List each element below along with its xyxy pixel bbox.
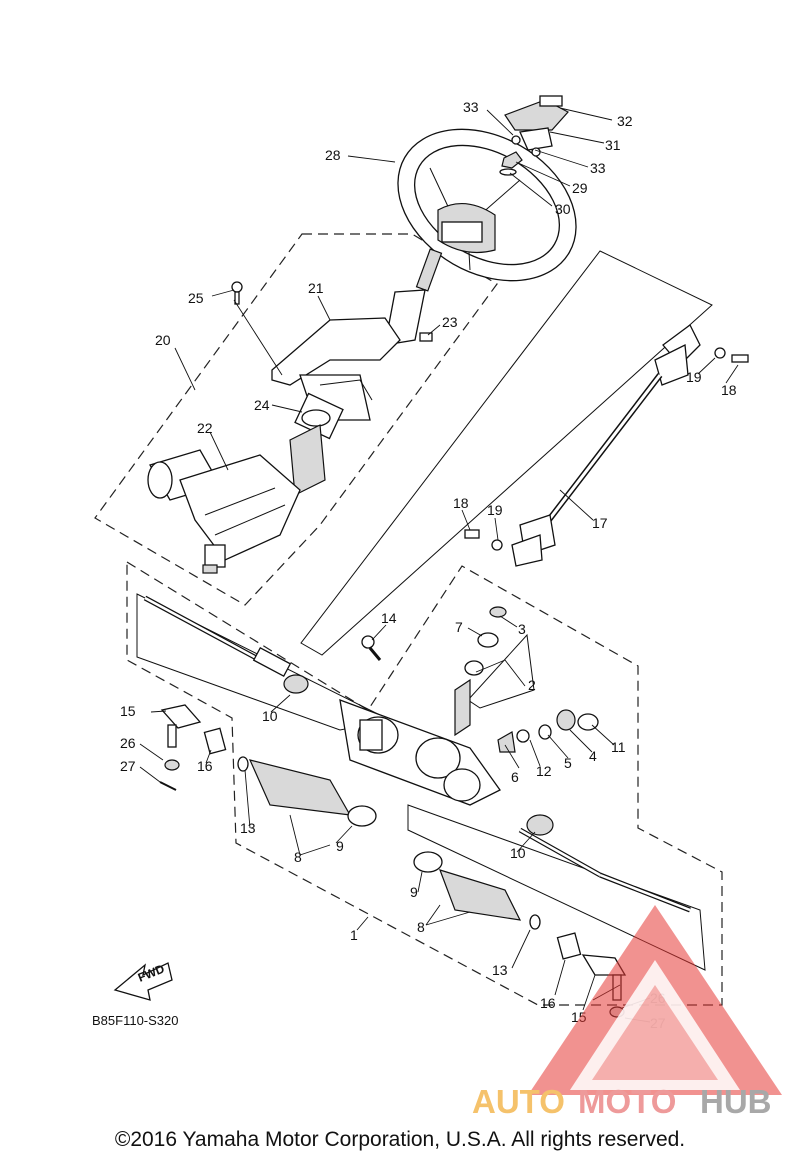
callout-19b: 19 [487,502,503,518]
callout-29: 29 [572,180,588,196]
callout-21: 21 [308,280,324,296]
callout-5: 5 [564,755,572,771]
callout-33b: 33 [590,160,606,176]
watermark-moto: MOTO [578,1083,676,1120]
callout-3: 3 [518,621,526,637]
callout-11: 11 [611,739,626,755]
callout-4: 4 [589,748,597,764]
bolt-14 [361,635,382,661]
callout-6: 6 [511,769,519,785]
rack-assembly-outline [126,560,723,1006]
callout-19a: 19 [686,369,702,385]
callout-10b: 10 [510,845,526,861]
callout-2: 2 [528,677,536,693]
column-assembly-outline [94,233,498,606]
callout-14: 14 [381,610,397,626]
steering-wheel [397,128,577,282]
callout-28: 28 [325,147,341,163]
callout-24: 24 [254,397,270,413]
watermark-auto: AUTO [472,1083,565,1120]
callout-22: 22 [197,420,213,436]
fwd-arrow-icon: FWD [113,961,173,1001]
callout-15a: 15 [120,703,136,719]
callout-7: 7 [455,619,463,635]
callout-10a: 10 [262,708,278,724]
callout-8b: 8 [417,919,425,935]
pinion-box [467,633,535,709]
callout-16a: 16 [197,758,213,774]
callout-18a: 18 [721,382,737,398]
left-boot [237,756,377,827]
callout-30: 30 [555,201,571,217]
intermediate-shaft [464,324,749,567]
reference-code: B85F110-S320 [92,1013,179,1028]
callout-20: 20 [155,332,171,348]
callout-12: 12 [536,763,552,779]
callout-8a: 8 [294,849,302,865]
steering-rack [143,595,691,913]
copyright-text: ©2016 Yamaha Motor Corporation, U.S.A. A… [114,1128,686,1151]
horn-cap-parts [499,95,569,176]
watermark-hub: HUB [700,1083,772,1120]
callout-23: 23 [442,314,458,330]
callout-1: 1 [350,927,358,943]
right-boot [413,851,541,930]
callout-26a: 26 [120,735,136,751]
left-tie-rod-end [159,704,227,791]
shaft-box [300,250,713,656]
callout-9a: 9 [336,838,344,854]
callout-25: 25 [188,290,204,306]
callout-17: 17 [592,515,608,531]
callout-18b: 18 [453,495,469,511]
leader-lines [139,107,739,1023]
callout-16b: 16 [540,995,556,1011]
callouts: 33 32 31 33 29 30 28 25 21 23 20 24 22 1… [120,99,737,1031]
callout-13b: 13 [492,962,508,978]
steering-column [147,248,443,574]
callout-27a: 27 [120,758,136,774]
automotohub-watermark: AUTO MOTO HUB [472,905,782,1120]
callout-32: 32 [617,113,633,129]
callout-9b: 9 [410,884,418,900]
callout-31: 31 [605,137,621,153]
callout-13a: 13 [240,820,256,836]
callout-33a: 33 [463,99,479,115]
